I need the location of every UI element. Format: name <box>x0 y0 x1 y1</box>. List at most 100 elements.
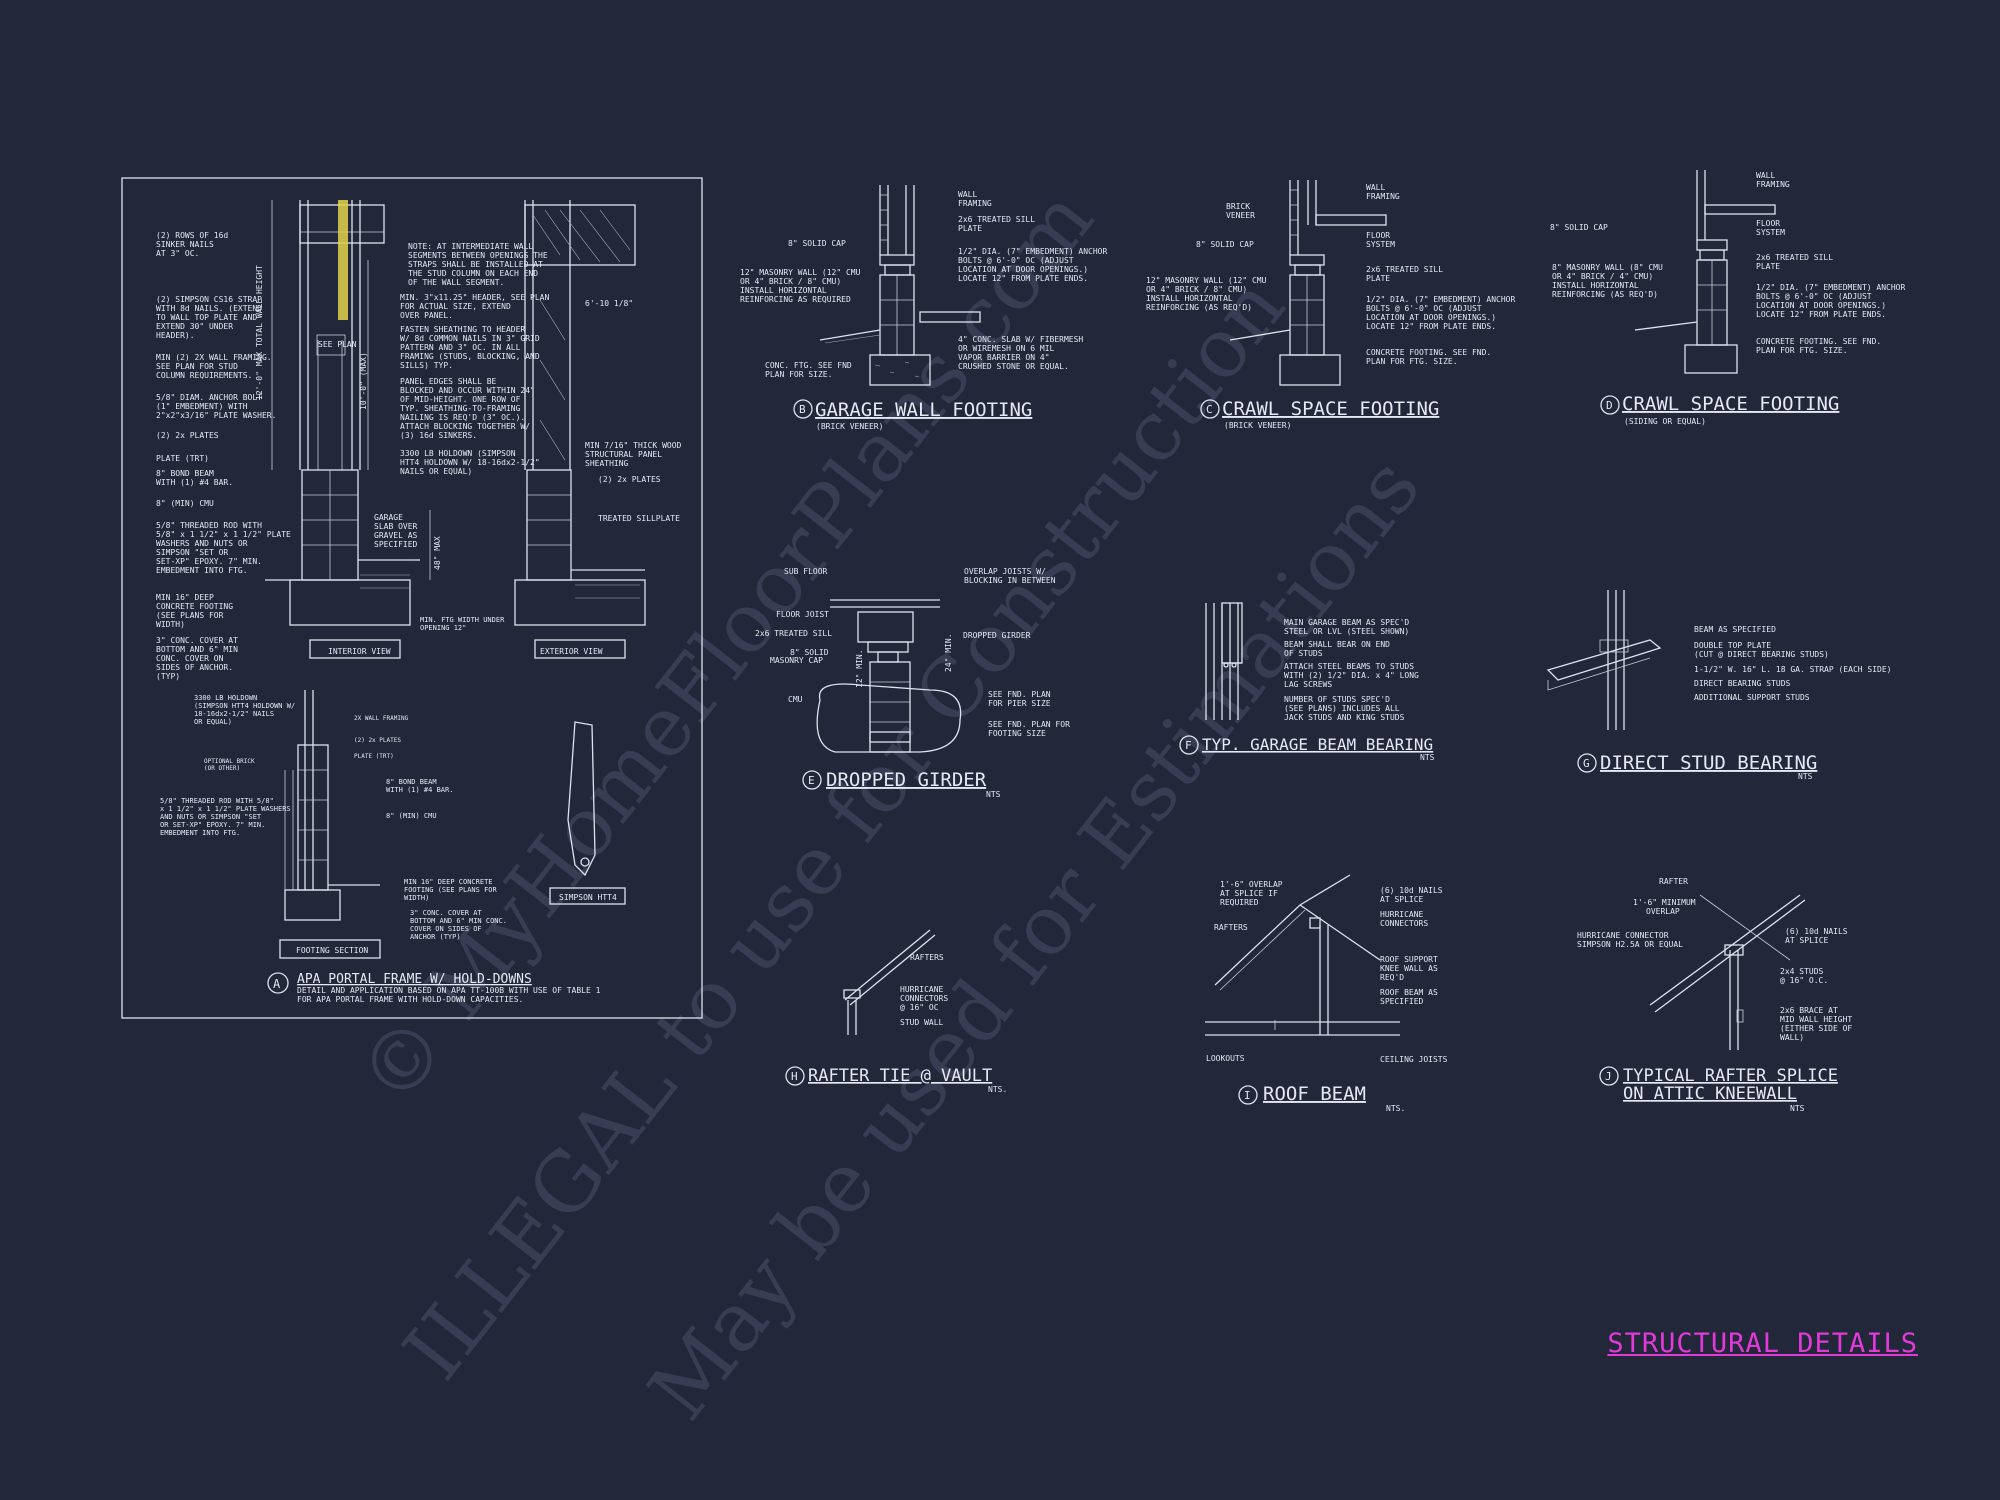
note-d-5: 2x6 TREATED SILL <box>1756 253 1833 262</box>
note-j-12: WALL) <box>1780 1033 1804 1042</box>
note-c-16: LOCATE 12" FROM PLATE ENDS. <box>1366 322 1496 331</box>
detail-f-notes: MAIN GARAGE BEAM AS SPEC'D STEEL OR LVL … <box>1284 618 1419 722</box>
detail-e-notes: SUB FLOOR OVERLAP JOISTS W/ BLOCKING IN … <box>755 567 1070 738</box>
note-b-13: 4" CONC. SLAB W/ FIBERMESH <box>958 335 1083 344</box>
note-i-9: KNEE WALL AS <box>1380 964 1438 973</box>
exterior-view-tag <box>534 639 626 659</box>
note-a-l33: (TYP) <box>156 672 180 681</box>
note-a-m25: GRAVEL AS <box>374 531 418 540</box>
note-a-m18: ATTACH BLOCKING TOGETHER W/ <box>400 422 530 431</box>
note-f-1: STEEL OR LVL (STEEL SHOWN) <box>1284 627 1409 636</box>
note-f-l6: 5/8" THREADED ROD WITH 5/8" <box>160 797 274 805</box>
note-j-2: OVERLAP <box>1646 907 1680 916</box>
detail-d: WALL FRAMING 8" SOLID CAP FLOOR SYSTEM 2… <box>1550 170 1905 426</box>
note-j-6: AT SPLICE <box>1785 936 1829 945</box>
note-f-2: BEAM SHALL BEAR ON END <box>1284 640 1390 649</box>
note-f-l5: (OR OTHER) <box>204 765 240 772</box>
note-e-6: 8" SOLID <box>790 648 829 657</box>
note-f-l10: EMBEDMENT INTO FTG. <box>160 829 240 837</box>
detail-a-subtitle-1: DETAIL AND APPLICATION BASED ON APA TT-1… <box>297 986 601 995</box>
detail-i: 1'-6" OVERLAP AT SPLICE IF REQUIRED RAFT… <box>1205 874 1448 1113</box>
note-a-m13: PANEL EDGES SHALL BE <box>400 377 497 386</box>
detail-c-marker <box>1200 399 1220 419</box>
note-a-l23: SET-XP" EPOXY. 7" MIN. <box>156 557 262 566</box>
detail-e-title: DROPPED GIRDER <box>826 769 987 791</box>
note-c-17: CONCRETE FOOTING. SEE FND. <box>1366 348 1491 357</box>
detail-i-scale: NTS. <box>1386 1104 1405 1113</box>
detail-a-border <box>121 177 703 1019</box>
detail-a-title: APA PORTAL FRAME W/ HOLD-DOWNS <box>297 972 532 987</box>
note-c-4: 8" SOLID CAP <box>1196 240 1254 249</box>
detail-d-letter: D <box>1606 399 1613 412</box>
note-f-l9: OR SET-XP" EPOXY. 7" MIN. <box>160 821 265 829</box>
detail-e-scale: NTS <box>986 790 1001 799</box>
note-c-8: PLATE <box>1366 274 1390 283</box>
note-a-l30: BOTTOM AND 6" MIN <box>156 645 238 654</box>
note-e-8: CMU <box>788 695 803 704</box>
note-j-7: 2x4 STUDS <box>1780 967 1824 976</box>
note-c-3: VENEER <box>1226 211 1255 220</box>
note-b-17: CONC. FTG. SEE FND <box>765 361 852 370</box>
detail-g-notes: BEAM AS SPECIFIED DOUBLE TOP PLATE (CUT … <box>1694 625 1891 702</box>
note-a-l13: 2"x2"x3/16" PLATE WASHER. <box>156 411 276 420</box>
detail-f-marker <box>1179 735 1199 755</box>
note-d-2: 8" SOLID CAP <box>1550 223 1608 232</box>
note-a-l21: WASHERS AND NUTS OR <box>156 539 248 548</box>
note-f-r11: COVER ON SIDES OF <box>410 925 482 933</box>
note-c-0: WALL <box>1366 183 1385 192</box>
note-f-r10: BOTTOM AND 6" MIN CONC. <box>410 917 507 925</box>
see-plan-label: SEE PLAN <box>318 340 357 349</box>
note-f-4: ATTACH STEEL BEAMS TO STUDS <box>1284 662 1414 671</box>
note-a-l0: (2) ROWS OF 16d <box>156 231 228 240</box>
note-b-3: PLATE <box>958 224 982 233</box>
note-d-14: LOCATE 12" FROM PLATE ENDS. <box>1756 310 1886 319</box>
detail-j-scale: NTS <box>1790 1104 1805 1113</box>
note-a-l16: 8" BOND BEAM <box>156 469 214 478</box>
detail-i-title: ROOF BEAM <box>1263 1083 1366 1105</box>
note-a-e0: MIN 7/16" THICK WOOD <box>585 441 682 450</box>
note-d-12: BOLTS @ 6'-0" OC (ADJUST <box>1756 292 1872 301</box>
note-e-1: OVERLAP JOISTS W/ <box>964 567 1046 576</box>
note-e-2: BLOCKING IN BETWEEN <box>964 576 1056 585</box>
footing-notes-right: 2X WALL FRAMING (2) 2x PLATES PLATE (TRT… <box>354 715 507 941</box>
note-a-l29: 3" CONC. COVER AT <box>156 636 238 645</box>
note-h-1: HURRICANE <box>900 985 944 994</box>
note-b-14: OR WIREMESH ON 6 MIL <box>958 344 1055 353</box>
note-f-r0: 2X WALL FRAMING <box>354 715 409 722</box>
note-a-m5: MIN. 3"x11.25" HEADER, SEE PLAN <box>400 293 549 302</box>
note-d-6: PLATE <box>1756 262 1780 271</box>
cs16-strap-highlight <box>338 200 348 320</box>
note-e-11: SEE FND. PLAN FOR <box>988 720 1070 729</box>
note-i-3: RAFTERS <box>1214 923 1248 932</box>
detail-c-letter: C <box>1206 403 1213 416</box>
note-a-m16: TYP. SHEATHING-TO-FRAMING <box>400 404 521 413</box>
note-b-11: INSTALL HORIZONTAL <box>740 286 827 295</box>
note-i-4: (6) 10d NAILS <box>1380 886 1443 895</box>
note-a-l12: (1" EMBEDMENT) WITH <box>156 402 248 411</box>
note-e-0: SUB FLOOR <box>784 567 828 576</box>
note-i-13: LOOKOUTS <box>1206 1054 1245 1063</box>
note-a-m7: OVER PANEL. <box>400 311 453 320</box>
note-e-3: FLOOR JOIST <box>776 610 829 619</box>
note-a-m14: BLOCKED AND OCCUR WITHIN 24" <box>400 386 535 395</box>
note-a-m17: NAILING IS REQ'D (3" OC.). <box>400 413 525 422</box>
note-a-m22: NAILS OR EQUAL) <box>400 467 472 476</box>
detail-h-letter: H <box>791 1070 798 1083</box>
note-a-l27: (SEE PLANS FOR <box>156 611 224 620</box>
detail-a-letter: A <box>273 977 281 991</box>
note-a-m21: HTT4 HOLDOWN W/ 18-16dx2-1/2" <box>400 458 540 467</box>
note-c-11: INSTALL HORIZONTAL <box>1146 294 1233 303</box>
note-f-9: JACK STUDS AND KING STUDS <box>1284 713 1405 722</box>
interior-view-tag <box>309 639 401 659</box>
note-a-l20: 5/8" x 1 1/2" x 1 1/2" PLATE <box>156 530 291 539</box>
note-j-4: SIMPSON H2.5A OR EQUAL <box>1577 940 1683 949</box>
note-g-2: (CUT @ DIRECT BEARING STUDS) <box>1694 650 1829 659</box>
note-b-15: VAPOR BARRIER ON 4" <box>958 353 1050 362</box>
note-f-r4: WITH (1) #4 BAR. <box>386 786 453 794</box>
note-a-m8: FASTEN SHEATHING TO HEADER <box>400 325 525 334</box>
watermark: © MyHomeFloorPlans.com ILLEGAL to use fo… <box>341 173 1439 1438</box>
interior-view-label: INTERIOR VIEW <box>328 647 391 656</box>
note-a-m24: SLAB OVER <box>374 522 418 531</box>
note-a-m19: (3) 16d SINKERS. <box>400 431 477 440</box>
note-d-8: OR 4" BRICK / 4" CMU) <box>1552 272 1653 281</box>
